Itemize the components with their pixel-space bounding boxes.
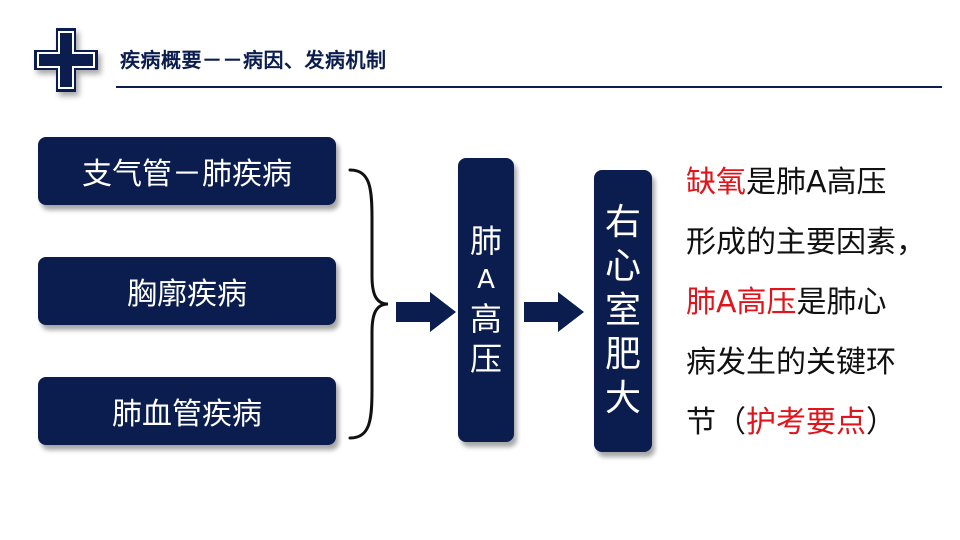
stage2-char: 大: [604, 378, 641, 419]
cause-box-pulmonary-vascular: 肺血管疾病: [38, 377, 336, 445]
right-arrow-icon: [524, 292, 584, 332]
curly-brace: [348, 168, 389, 440]
note-line: 肺A高压是肺心: [686, 278, 946, 338]
stage2-char: 肥: [604, 334, 641, 375]
note-text: 节（: [686, 405, 746, 440]
header-divider: [116, 86, 942, 88]
stage1-char: A: [477, 265, 495, 295]
note-text: 病发生的关键环: [686, 345, 896, 380]
stage-box-right-ventricular-hypertrophy: 右 心 室 肥 大: [594, 170, 652, 452]
stage2-char: 右: [604, 202, 641, 243]
note-line: 形成的主要因素，: [686, 218, 946, 278]
stage1-char: 肺: [469, 222, 502, 260]
note-text: ）: [866, 405, 896, 440]
stage2-char: 室: [604, 290, 641, 331]
page-title: 疾病概要－－病因、发病机制: [120, 48, 387, 72]
note-line: 节（护考要点）: [686, 398, 946, 458]
stage1-char: 压: [469, 340, 502, 378]
highlight-hypoxia: 缺氧: [686, 165, 746, 200]
stage2-char: 心: [604, 246, 641, 287]
note-line: 缺氧是肺A高压: [686, 158, 946, 218]
key-point-note: 缺氧是肺A高压 形成的主要因素， 肺A高压是肺心 病发生的关键环 节（护考要点）: [686, 158, 946, 458]
medical-cross-icon: [34, 28, 98, 92]
note-text: 是肺心: [796, 285, 887, 320]
note-text: 形成的主要因素，: [686, 225, 926, 260]
cause-box-bronchopulmonary: 支气管－肺疾病: [38, 137, 336, 205]
note-line: 病发生的关键环: [686, 338, 946, 398]
right-arrow-icon: [396, 292, 456, 332]
highlight-exam-point: 护考要点: [746, 405, 866, 440]
stage-box-pulmonary-hypertension: 肺 A 高 压: [458, 158, 514, 442]
cause-box-thoracic: 胸廓疾病: [38, 257, 336, 325]
highlight-pulmonary-hypertension: 肺A高压: [686, 285, 797, 320]
note-text: 是肺A高压: [746, 165, 887, 200]
stage1-char: 高: [469, 300, 502, 338]
